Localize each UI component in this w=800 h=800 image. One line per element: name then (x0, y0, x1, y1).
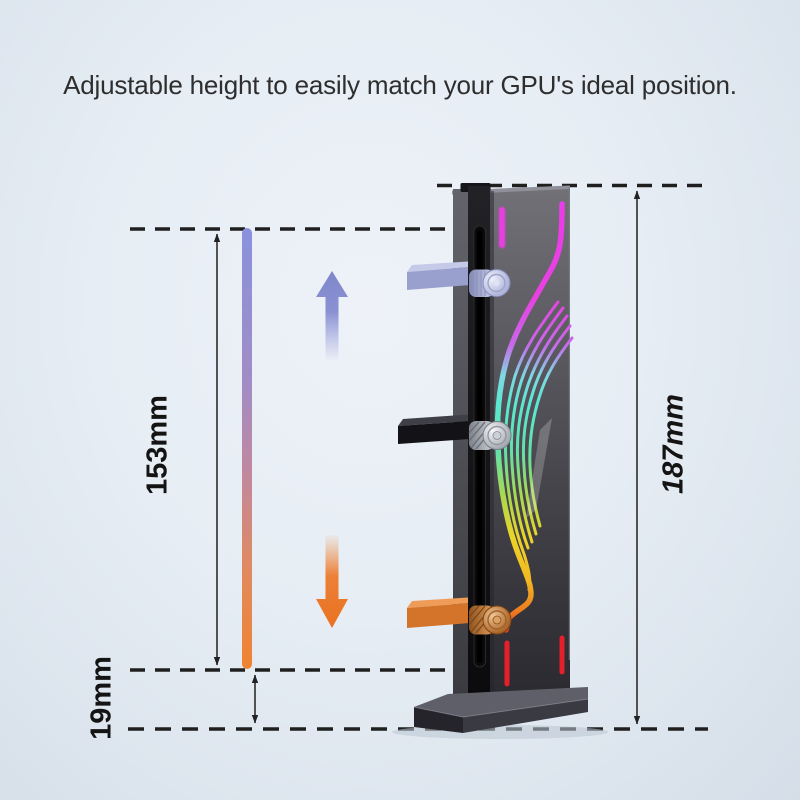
dimension-label-187mm: 187mm (657, 394, 690, 494)
down-arrow-icon (316, 535, 348, 628)
dimension-label-153mm: 153mm (141, 395, 174, 495)
support-arm-bottom (407, 597, 476, 628)
gpu-support-stand (392, 183, 608, 739)
dimension-label-19mm: 19mm (85, 656, 118, 740)
dimension-arrows (213, 190, 641, 725)
adjust-knob-bottom (468, 605, 512, 635)
adjust-knob-middle (468, 421, 512, 450)
rgb-feather-arcs (503, 300, 574, 592)
stand-base (392, 687, 608, 739)
page-title: Adjustable height to easily match your G… (63, 70, 737, 100)
adjust-knob-top (469, 269, 511, 297)
dimension-guides (128, 183, 708, 731)
stand-pole-side (453, 189, 468, 700)
gloss-sheen (526, 418, 552, 518)
up-arrow-icon (316, 271, 348, 360)
support-arm-top (407, 261, 476, 290)
support-arm-middle (398, 414, 476, 444)
